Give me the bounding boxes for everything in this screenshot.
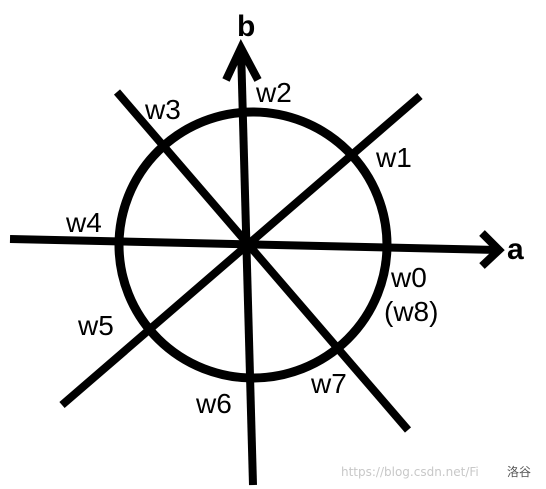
watermark-author: 洛谷 [507,464,531,479]
label-w1: w1 [375,142,412,173]
label-w0: w0 [390,262,427,293]
a-axis-arrowhead [479,230,505,269]
b-axis-arrowhead [222,39,262,82]
a-axis-label: a [507,233,524,266]
label-w3: w3 [144,94,181,125]
label-w7: w7 [310,368,347,399]
diagonal-w3-w7 [113,89,412,433]
b-axis-line [237,47,257,486]
label-w6: w6 [195,388,232,419]
label-w5: w5 [77,310,114,341]
label-w0-alias: (w8) [384,296,438,327]
label-w4: w4 [65,207,102,238]
label-w2: w2 [255,77,292,108]
b-axis-label: b [237,10,255,43]
watermark-url: https://blog.csdn.net/Fi [341,465,479,479]
diagonal-w1-w5 [59,92,423,409]
